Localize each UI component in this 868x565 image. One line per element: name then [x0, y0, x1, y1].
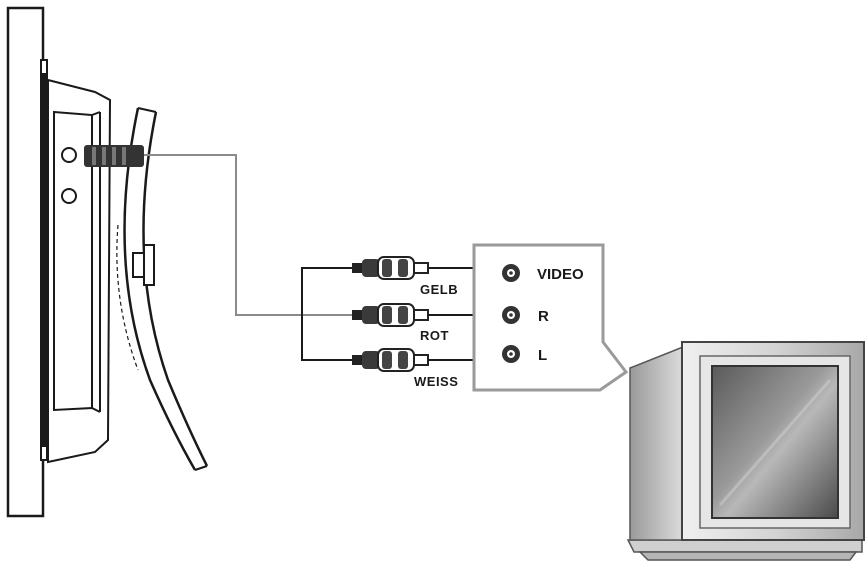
rca-plug-white-icon — [352, 348, 498, 372]
jack-label-left: L — [538, 347, 547, 364]
device-side-view-icon — [6, 6, 209, 518]
television-icon — [626, 341, 865, 561]
rca-jack-video-icon — [502, 264, 520, 282]
jack-label-right: R — [538, 308, 549, 325]
plug-label-yellow: GELB — [420, 282, 458, 297]
plug-label-white: WEISS — [414, 374, 458, 389]
rca-jack-left-icon — [502, 345, 520, 363]
cable-bracket — [301, 267, 353, 361]
device-plug-icon — [84, 145, 144, 167]
rca-jack-right-icon — [502, 306, 520, 324]
jack-label-video: VIDEO — [537, 266, 584, 283]
cable-lines — [144, 154, 353, 316]
rca-plug-yellow-icon — [352, 256, 498, 280]
plug-label-red: ROT — [420, 328, 449, 343]
